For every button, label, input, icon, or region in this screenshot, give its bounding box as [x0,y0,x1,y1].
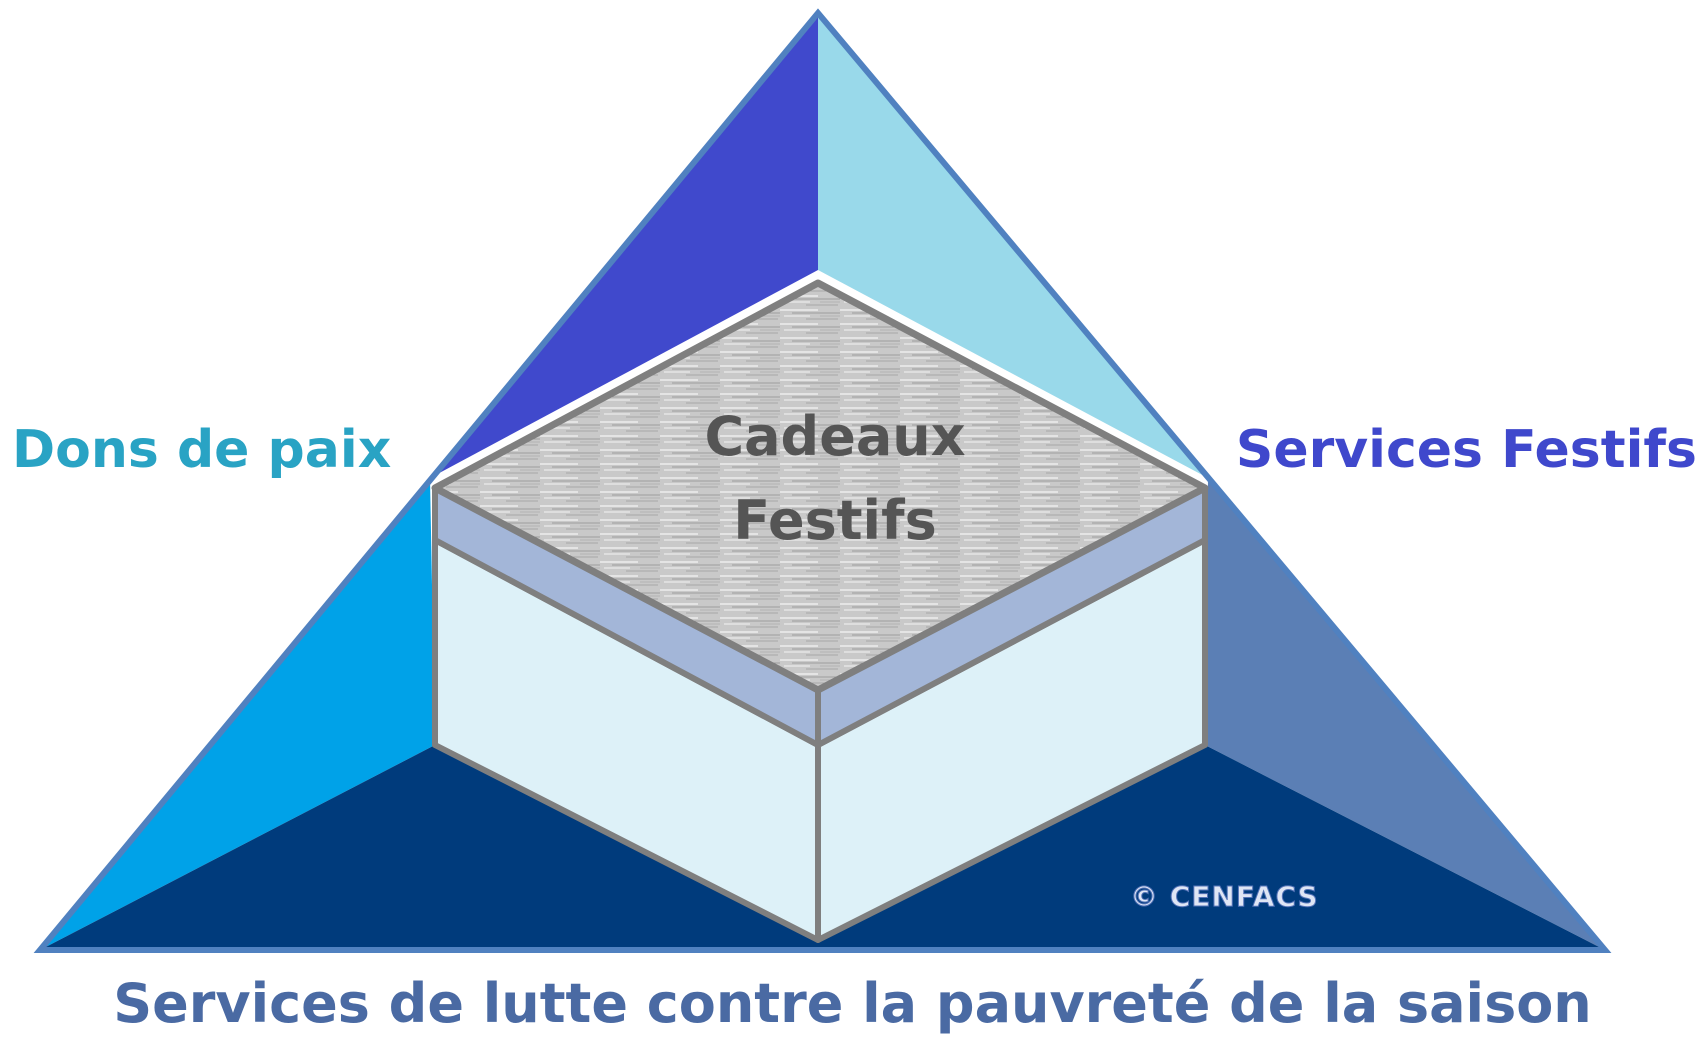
copyright-mark: © CENFACS [1130,880,1319,914]
label-dons-de-paix: Dons de paix [12,420,392,480]
bottom-face [40,745,1605,950]
center-label-line2: Festifs [733,489,937,552]
box-lid-top [431,279,1209,694]
label-services-festifs: Services Festifs [1235,420,1697,480]
pyramid-outline [33,8,1612,953]
center-label-line1: Cadeaux [704,405,966,468]
label-bottom-services: Services de lutte contre la pauvreté de … [113,972,1592,1035]
box-center-label: Cadeaux Festifs [610,395,1060,563]
